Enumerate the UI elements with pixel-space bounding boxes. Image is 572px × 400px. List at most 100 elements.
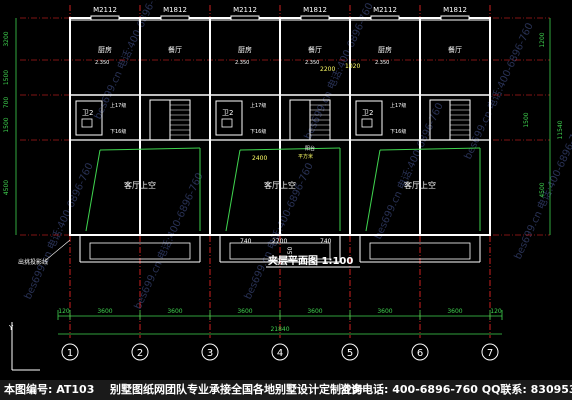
toilet-icon [81,118,93,128]
overhang-label: 出挑投影线 [18,258,48,266]
left-dim-4: 1500 [3,117,10,132]
right-dim-total: 11540 [557,120,564,139]
axis-bubble-1 [61,343,79,361]
floor-plan-svg: bes699.cn 电话:400-6896-760 bes699.cn 电话:40… [3,0,572,371]
toilet-icon [361,118,373,128]
total-dim: 21840 [270,326,289,333]
bottom-dim-3: 3600 [167,308,182,315]
room-name: 餐厅 [308,45,322,54]
overhang-leader [45,239,71,261]
left-dim-1: 3200 [3,31,10,46]
window-mark [160,15,190,21]
axis-bubble-4 [271,343,289,361]
bottom-dim-7: 3600 [447,308,462,315]
right-dim: 1500 [523,112,530,127]
stair-up-label: 上17级 [250,102,266,109]
bathroom-outline [75,100,103,136]
bottom-dim-2: 3600 [97,308,112,315]
stair-down-label: 下16级 [390,128,406,135]
axis-bubble-7 [481,343,499,361]
watermark-text: bes699.cn 电话:400-6896-760 [21,161,96,302]
stair-up-label: 上17级 [110,102,126,109]
right-dim: 1200 [539,32,546,47]
axis-bubble-5 [341,343,359,361]
mid-label: 阳台 [305,145,315,152]
axis-label-4: 4 [277,348,283,359]
bathroom-outline [355,100,383,136]
bottom-dim-6: 3600 [377,308,392,315]
room-area: 2.350 [95,60,109,66]
left-dim-3: 700 [3,97,10,109]
axis-label-3: 3 [207,348,213,359]
footer-team: 别墅图纸网团队专业承接全国各地别墅设计定制业务 [110,383,363,396]
bathroom-label: 卫2 [362,109,373,117]
footer-code: 本图编号: AT103 [4,383,95,396]
bathroom-outline [215,100,243,136]
left-dim-2: 1500 [3,70,10,85]
footer-bar: 本图编号: AT103 别墅图纸网团队专业承接全国各地别墅设计定制业务 咨询电话… [0,380,572,400]
room-name: 厨房 [98,45,112,54]
bathroom-label: 卫2 [82,109,93,117]
canopy-inner [229,242,331,260]
mid-label: 平方米 [298,153,313,160]
canopy-height-dim: 1150 [287,247,294,262]
mid-label: 2400 [252,155,267,162]
window-mark [300,15,330,21]
window-label-4: M1812 [303,6,327,14]
left-dim-5: 4500 [3,180,10,195]
void-line [239,147,341,151]
canopy-dim: 740 [240,238,252,245]
void-diagonal [225,149,241,232]
watermark-text: bes699.cn 电话:400-6896-760 [131,171,206,312]
mid-label: 1020 [345,63,360,70]
axis-label-7: 7 [487,348,493,359]
axis-label-1: 1 [67,348,73,359]
axis-label-6: 6 [417,348,423,359]
window-label-2: M1812 [163,6,187,14]
right-dim: 4500 [539,182,546,197]
stair-up-label: 上17级 [390,102,406,109]
room-name: 餐厅 [168,45,182,54]
room-area: 2.350 [235,60,249,66]
bottom-dim-5: 3600 [307,308,322,315]
stair-down-label: 下16级 [250,128,266,135]
toilet-icon [221,118,233,128]
void-label: 客厅上空 [264,180,296,190]
room-area: 2.350 [305,60,319,66]
canopy-inner [369,242,471,260]
room-name: 厨房 [378,45,392,54]
window-mark [370,15,400,21]
footer-phone: 咨询电话: 400-6896-760 QQ联系: 83095318 [340,383,572,396]
window-label-6: M1812 [443,6,467,14]
canopy-dim: 2700 [272,238,287,245]
bottom-dim-4: 3600 [237,308,252,315]
window-mark [440,15,470,21]
void-label: 客厅上空 [404,180,436,190]
axis-bubble-3 [201,343,219,361]
stair-down-label: 下16级 [110,128,126,135]
void-line [99,147,201,151]
canopy-inner [89,242,191,260]
ucs-icon: Y [8,324,14,332]
mid-label: 2200 [320,66,335,73]
bottom-dim-1: 120 [58,308,70,315]
room-area: 2.350 [375,60,389,66]
canopy-dim: 740 [320,238,332,245]
window-mark [230,15,260,21]
room-name: 餐厅 [448,45,462,54]
void-line [379,147,481,151]
axis-bubble-6 [411,343,429,361]
axis-label-5: 5 [347,348,353,359]
bottom-dim-8: 120 [490,308,502,315]
window-mark [90,15,120,21]
room-name: 厨房 [238,45,252,54]
drawing-title: 夹层平面图 1:100 [268,254,353,267]
axis-label-2: 2 [137,348,143,359]
void-diagonal [85,149,101,232]
window-label-1: M2112 [93,6,117,14]
window-label-5: M2112 [373,6,397,14]
void-diagonal [365,149,381,232]
bathroom-label: 卫2 [222,109,233,117]
window-label-3: M2112 [233,6,257,14]
